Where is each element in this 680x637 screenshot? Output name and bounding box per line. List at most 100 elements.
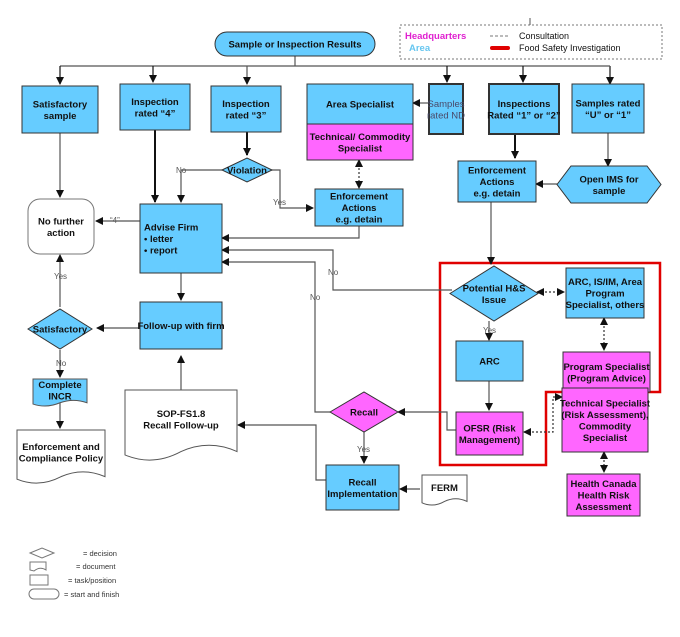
task-shape-icon xyxy=(29,574,49,586)
node-label: rated “3” xyxy=(226,110,267,121)
edge-labels: No Yes “4” Yes No No No Yes Yes xyxy=(54,166,496,454)
node-label: Rated “1” or “2” xyxy=(487,110,561,121)
node-samples-u-1: Samples rated“U” or “1” xyxy=(571,83,645,134)
node-label: Issue xyxy=(482,295,506,306)
legend-consultation: Consultation xyxy=(519,31,569,41)
node-label: rated ND xyxy=(427,110,465,121)
node-label: Recall xyxy=(350,408,378,419)
task-shape xyxy=(428,83,464,135)
node-label: Complete xyxy=(38,380,81,391)
node-recall: Recall xyxy=(329,391,399,433)
decision-shape xyxy=(220,157,274,183)
node-label: Specialist, others xyxy=(566,300,645,311)
node-label: INCR xyxy=(48,392,71,403)
task-shape xyxy=(566,473,641,517)
task-shape xyxy=(565,267,645,319)
node-arc: ARC xyxy=(455,340,524,382)
node-label: OFSR (Risk xyxy=(463,423,516,434)
decision-shape xyxy=(329,391,399,433)
satisfactory-no-label: No xyxy=(56,359,67,368)
node-label: Open IMS for xyxy=(579,174,638,185)
node-label: Enforcement and xyxy=(22,442,100,453)
connector xyxy=(177,169,222,203)
node-label: Satisfactory xyxy=(33,99,88,110)
task-shape xyxy=(455,411,524,456)
node-label: e.g. detain xyxy=(336,215,383,226)
node-label: Program Specialist xyxy=(563,362,650,373)
advise-four-label: “4” xyxy=(110,216,120,225)
recall-no-label: No xyxy=(310,293,321,302)
decision-shape-icon xyxy=(28,547,56,559)
node-label: Area Specialist xyxy=(326,100,395,111)
violation-yes-label: Yes xyxy=(273,198,286,207)
node-advise-firm: Advise Firm• letter• report xyxy=(139,203,223,274)
connector xyxy=(221,226,360,242)
node-label: Samples rated xyxy=(576,98,641,109)
node-ferm: FERM xyxy=(421,474,468,506)
node-label: rated “4” xyxy=(135,108,176,119)
task-shape xyxy=(562,351,651,393)
flowchart-nodes: Sample or Inspection ResultsSatisfactory… xyxy=(16,31,662,517)
node-label: Follow-up with firm xyxy=(137,321,224,332)
terminal-shape xyxy=(214,31,376,57)
node-label: Recall Follow-up xyxy=(143,421,219,432)
node-label: (Program Advice) xyxy=(567,373,646,384)
node-label: Technical/ Commodity xyxy=(310,132,411,143)
node-label: Health Canada xyxy=(571,479,638,490)
node-label: Inspection xyxy=(222,99,270,110)
legend-food-safety-investigation: Food Safety Investigation xyxy=(519,43,621,53)
task-shape xyxy=(488,83,560,135)
node-label: Enforcement xyxy=(468,166,527,177)
document-shape xyxy=(421,474,468,506)
node-label: Technical Specialist xyxy=(560,398,651,409)
hs-yes-label: Yes xyxy=(483,326,496,335)
node-label: Inspection xyxy=(131,97,179,108)
node-area-specialist: Area Specialist xyxy=(306,83,414,125)
key-start-finish: = start and finish xyxy=(64,590,119,599)
task-shape xyxy=(139,203,223,274)
node-label: e.g. detain xyxy=(474,189,521,200)
node-label: SOP-FS1.8 xyxy=(157,409,206,420)
node-label: Implementation xyxy=(327,489,397,500)
node-label: Actions xyxy=(480,177,515,188)
key-document: = document xyxy=(76,562,116,571)
node-label: Health Risk xyxy=(578,491,630,502)
node-label: • report xyxy=(144,246,178,257)
node-label: Actions xyxy=(342,203,377,214)
key-decision: = decision xyxy=(83,549,117,558)
decision-shape xyxy=(27,308,93,350)
satisfactory-yes-label: Yes xyxy=(54,272,67,281)
document-shape xyxy=(124,389,238,461)
node-label: Compliance Policy xyxy=(19,454,104,465)
document-shape xyxy=(32,378,88,407)
node-start: Sample or Inspection Results xyxy=(214,31,376,57)
task-shape xyxy=(139,301,223,350)
node-label: Management) xyxy=(459,435,520,446)
node-label: sample xyxy=(593,186,626,197)
task-shape xyxy=(119,83,191,131)
node-label: Potential H&S xyxy=(463,283,526,294)
terminal-white-shape xyxy=(27,198,95,255)
connector xyxy=(221,246,452,291)
legend-headquarters: Headquarters xyxy=(405,31,466,42)
node-label: action xyxy=(47,228,75,239)
legend-area: Area xyxy=(409,43,431,54)
document-shape xyxy=(16,429,106,484)
node-label: Specialist xyxy=(583,433,628,444)
node-label: Satisfactory xyxy=(33,325,88,336)
node-label: Violation xyxy=(227,166,267,177)
